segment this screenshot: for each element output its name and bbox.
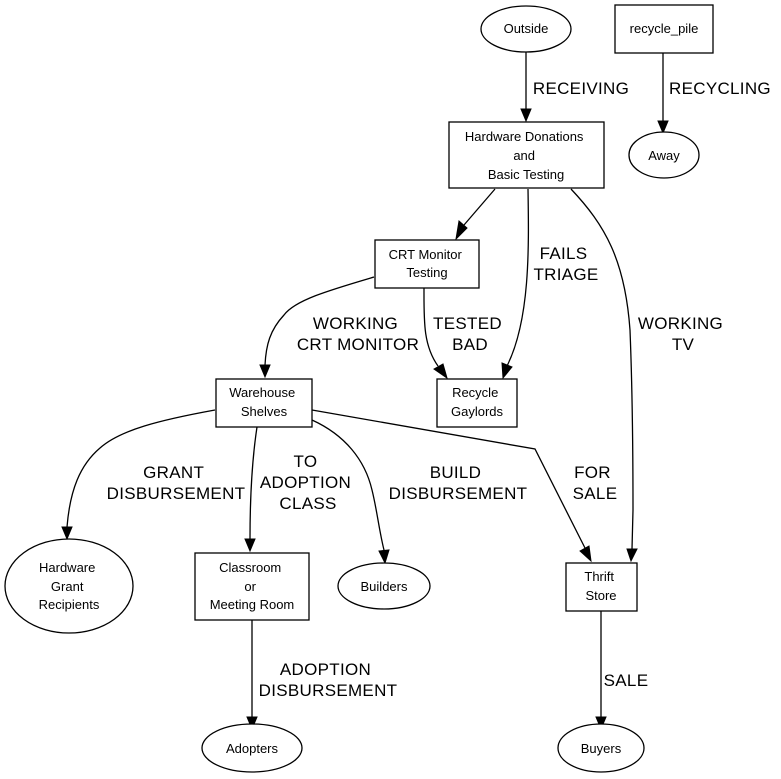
node-classroom[interactable]: Classroom or Meeting Room: [194, 552, 310, 621]
node-away[interactable]: Away: [628, 131, 700, 179]
node-hardware-donations[interactable]: Hardware Donations and Basic Testing: [448, 121, 605, 189]
edge-fails-triage: [501, 188, 530, 380]
node-label: Buyers: [581, 741, 622, 756]
node-label: Away: [648, 148, 680, 163]
edge-label-sale: SALE: [604, 671, 649, 690]
edge-for-sale: [311, 409, 592, 563]
edge-label-adoption-disbursement: ADOPTION DISBURSEMENT: [259, 660, 398, 700]
node-label: Hardware Donations and Basic Testing: [465, 129, 587, 182]
node-warehouse-shelves[interactable]: Warehouse Shelves: [215, 378, 313, 428]
edge-label-to-adoption-class: TO ADOPTION CLASS: [260, 452, 356, 513]
node-outside[interactable]: Outside: [480, 5, 572, 53]
node-thrift-store[interactable]: Thrift Store: [565, 562, 638, 612]
node-label: Hardware Grant Recipients: [39, 560, 100, 612]
edge-working-crt: [259, 276, 375, 379]
edge-label-receiving: RECEIVING: [533, 79, 629, 98]
edge-tested-bad: [423, 287, 448, 380]
edge-grant-disbursement: [61, 409, 216, 541]
edge-recycling: [657, 53, 669, 135]
edge-label-fails-triage: FAILS TRIAGE: [533, 244, 598, 284]
edge-label-grant-disbursement: GRANT DISBURSEMENT: [107, 463, 246, 503]
node-label: Classroom or Meeting Room: [210, 560, 295, 612]
edge-label-recycling: RECYCLING: [669, 79, 771, 98]
edge-receiving: [520, 52, 532, 123]
node-label: Outside: [504, 21, 549, 36]
node-label: recycle_pile: [630, 21, 699, 36]
edge-label-for-sale: FOR SALE: [573, 463, 618, 503]
node-label: Thrift Store: [584, 569, 617, 603]
edge-to-crt: [455, 188, 496, 241]
edge-label-working-crt: WORKING CRT MONITOR: [297, 314, 419, 354]
edge-label-tested-bad: TESTED BAD: [433, 314, 507, 354]
node-builders[interactable]: Builders: [337, 562, 431, 610]
edge-label-working-tv: WORKING TV: [638, 314, 728, 354]
node-adopters[interactable]: Adopters: [201, 723, 303, 773]
edge-build-disbursement: [311, 419, 390, 565]
node-buyers[interactable]: Buyers: [557, 723, 645, 773]
edge-adoption-disbursement: [246, 620, 258, 731]
edge-sale: [595, 611, 607, 731]
edge-working-tv: [570, 188, 638, 563]
edge-to-adoption-class: [244, 426, 258, 553]
node-label: Recycle Gaylords: [451, 385, 504, 419]
node-label: CRT Monitor Testing: [389, 247, 466, 280]
node-label: Builders: [361, 579, 408, 594]
edge-label-build-disbursement: BUILD DISBURSEMENT: [389, 463, 528, 503]
node-recycle-pile[interactable]: recycle_pile: [614, 4, 714, 54]
node-recycle-gaylords[interactable]: Recycle Gaylords: [436, 378, 518, 428]
edges: [61, 52, 669, 731]
nodes: Outside recycle_pile Away Hardware Donat…: [4, 4, 714, 773]
edge-labels: RECEIVING RECYCLING FAILS TRIAGE WORKING…: [107, 79, 771, 700]
node-crt-monitor-testing[interactable]: CRT Monitor Testing: [374, 239, 480, 289]
node-label: Warehouse Shelves: [229, 385, 299, 419]
node-label: Adopters: [226, 741, 279, 756]
node-hardware-grant-recipients[interactable]: Hardware Grant Recipients: [4, 538, 134, 634]
